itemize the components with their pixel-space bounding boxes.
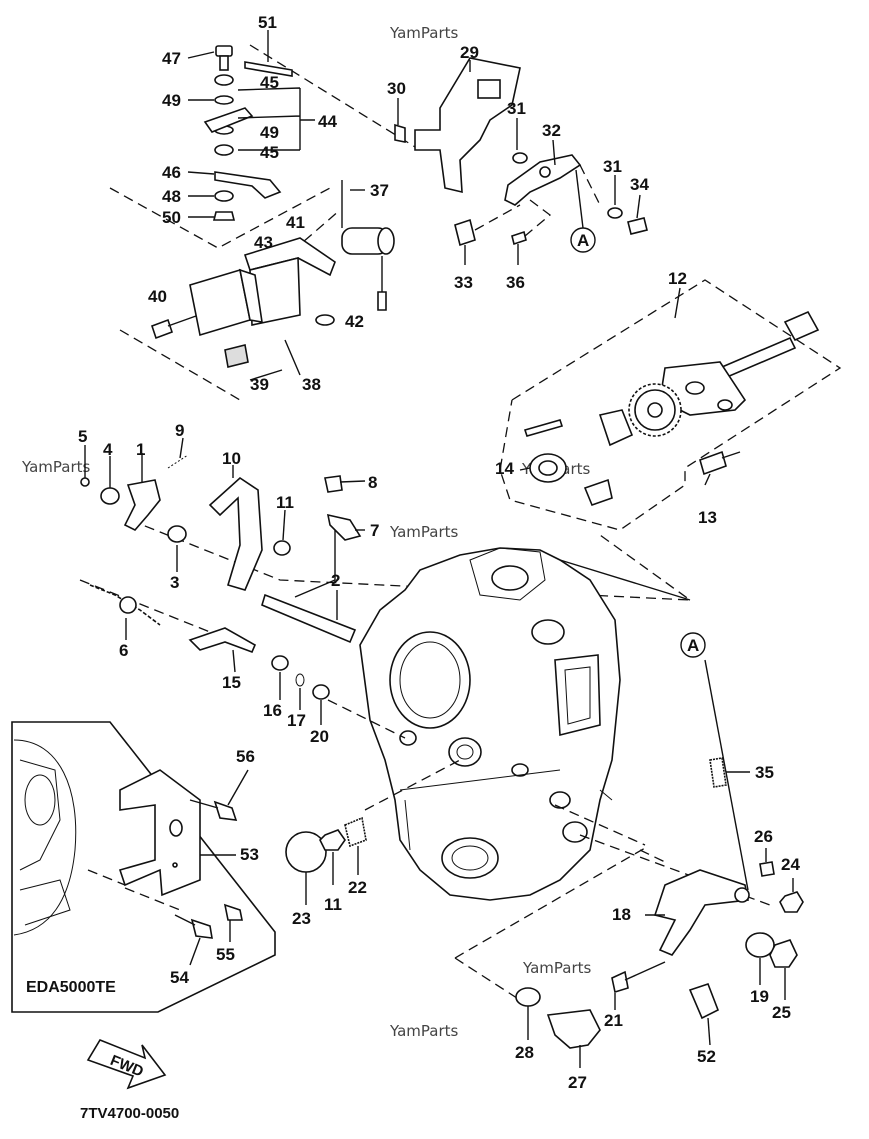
governor-lever-group <box>79 437 693 725</box>
part-number: 18 <box>612 905 631 924</box>
part-number: 13 <box>698 508 717 527</box>
part-number: 37 <box>370 181 389 200</box>
governor-link-group <box>109 30 421 249</box>
fwd-arrow: FWD <box>86 1039 167 1090</box>
part-number: 22 <box>348 878 367 897</box>
throttle-lever-group: A <box>285 632 804 1068</box>
part-number: 20 <box>310 727 329 746</box>
part-number: 21 <box>604 1011 623 1030</box>
watermark: YamParts <box>389 24 459 42</box>
part-number: 50 <box>162 208 181 227</box>
part-number: 53 <box>240 845 259 864</box>
governor-gear-group <box>499 279 842 531</box>
drawing-code: 7TV4700-0050 <box>80 1105 179 1122</box>
part-number: 25 <box>772 1003 791 1022</box>
watermark: YamParts <box>21 458 91 476</box>
part-number: 3 <box>170 573 179 592</box>
part-number: 19 <box>750 987 769 1006</box>
part-number: 34 <box>630 175 649 194</box>
part-number: 51 <box>258 13 277 32</box>
part-number: 54 <box>170 968 189 987</box>
part-number: 12 <box>668 269 687 288</box>
part-number: 29 <box>460 43 479 62</box>
part-number: 10 <box>222 449 241 468</box>
part-number: 42 <box>345 312 364 331</box>
inset-box: EDA5000TE <box>11 721 276 1013</box>
part-number: 16 <box>263 701 282 720</box>
part-number: 17 <box>287 711 306 730</box>
part-number: 31 <box>603 157 622 176</box>
part-number: 56 <box>236 747 255 766</box>
part-number: 23 <box>292 909 311 928</box>
part-number: 14 <box>495 459 514 478</box>
watermark: YamParts <box>522 959 592 977</box>
part-number: 15 <box>222 673 241 692</box>
part-number: 41 <box>286 213 305 232</box>
part-number: 35 <box>755 763 774 782</box>
crankcase-body <box>327 547 771 1001</box>
ref-mark-a: A <box>577 231 589 250</box>
part-number: 43 <box>254 233 273 252</box>
part-number: 11 <box>276 493 294 512</box>
part-number: 47 <box>162 49 181 68</box>
control-bracket-group: A <box>394 57 648 265</box>
ref-mark-a: A <box>687 636 699 655</box>
watermark: YamParts <box>389 1022 459 1040</box>
part-number: 1 <box>136 440 145 459</box>
part-number: 26 <box>754 827 773 846</box>
part-number: 31 <box>507 99 526 118</box>
part-number: 4 <box>103 440 113 459</box>
part-number: 49 <box>162 91 181 110</box>
part-number: 44 <box>318 112 337 131</box>
part-number: 52 <box>697 1047 716 1066</box>
part-number: 49 <box>260 123 279 142</box>
part-number: 11 <box>324 895 342 914</box>
part-number: 9 <box>175 421 184 440</box>
part-number: 6 <box>119 641 128 660</box>
part-number: 8 <box>368 473 377 492</box>
part-number: 46 <box>162 163 181 182</box>
part-number: 28 <box>515 1043 534 1062</box>
inset-model-label: EDA5000TE <box>26 979 116 996</box>
part-number: 7 <box>370 521 379 540</box>
part-number: 45 <box>260 143 279 162</box>
part-number: 30 <box>387 79 406 98</box>
part-number: 55 <box>216 945 235 964</box>
part-number: 32 <box>542 121 561 140</box>
part-number: 33 <box>454 273 473 292</box>
part-number: 48 <box>162 187 181 206</box>
part-number: 24 <box>781 855 800 874</box>
part-number: 5 <box>78 427 87 446</box>
watermark: YamParts <box>389 523 459 541</box>
part-number: 36 <box>506 273 525 292</box>
part-number: 38 <box>302 375 321 394</box>
part-number: 2 <box>331 571 340 590</box>
solenoid-group <box>119 180 395 401</box>
part-number: 40 <box>148 287 167 306</box>
part-number: 45 <box>260 73 279 92</box>
part-number-labels: 51 47 45 49 44 49 45 46 48 50 37 41 43 4… <box>78 13 800 1092</box>
part-number: 39 <box>250 375 269 394</box>
part-number: 27 <box>568 1073 587 1092</box>
